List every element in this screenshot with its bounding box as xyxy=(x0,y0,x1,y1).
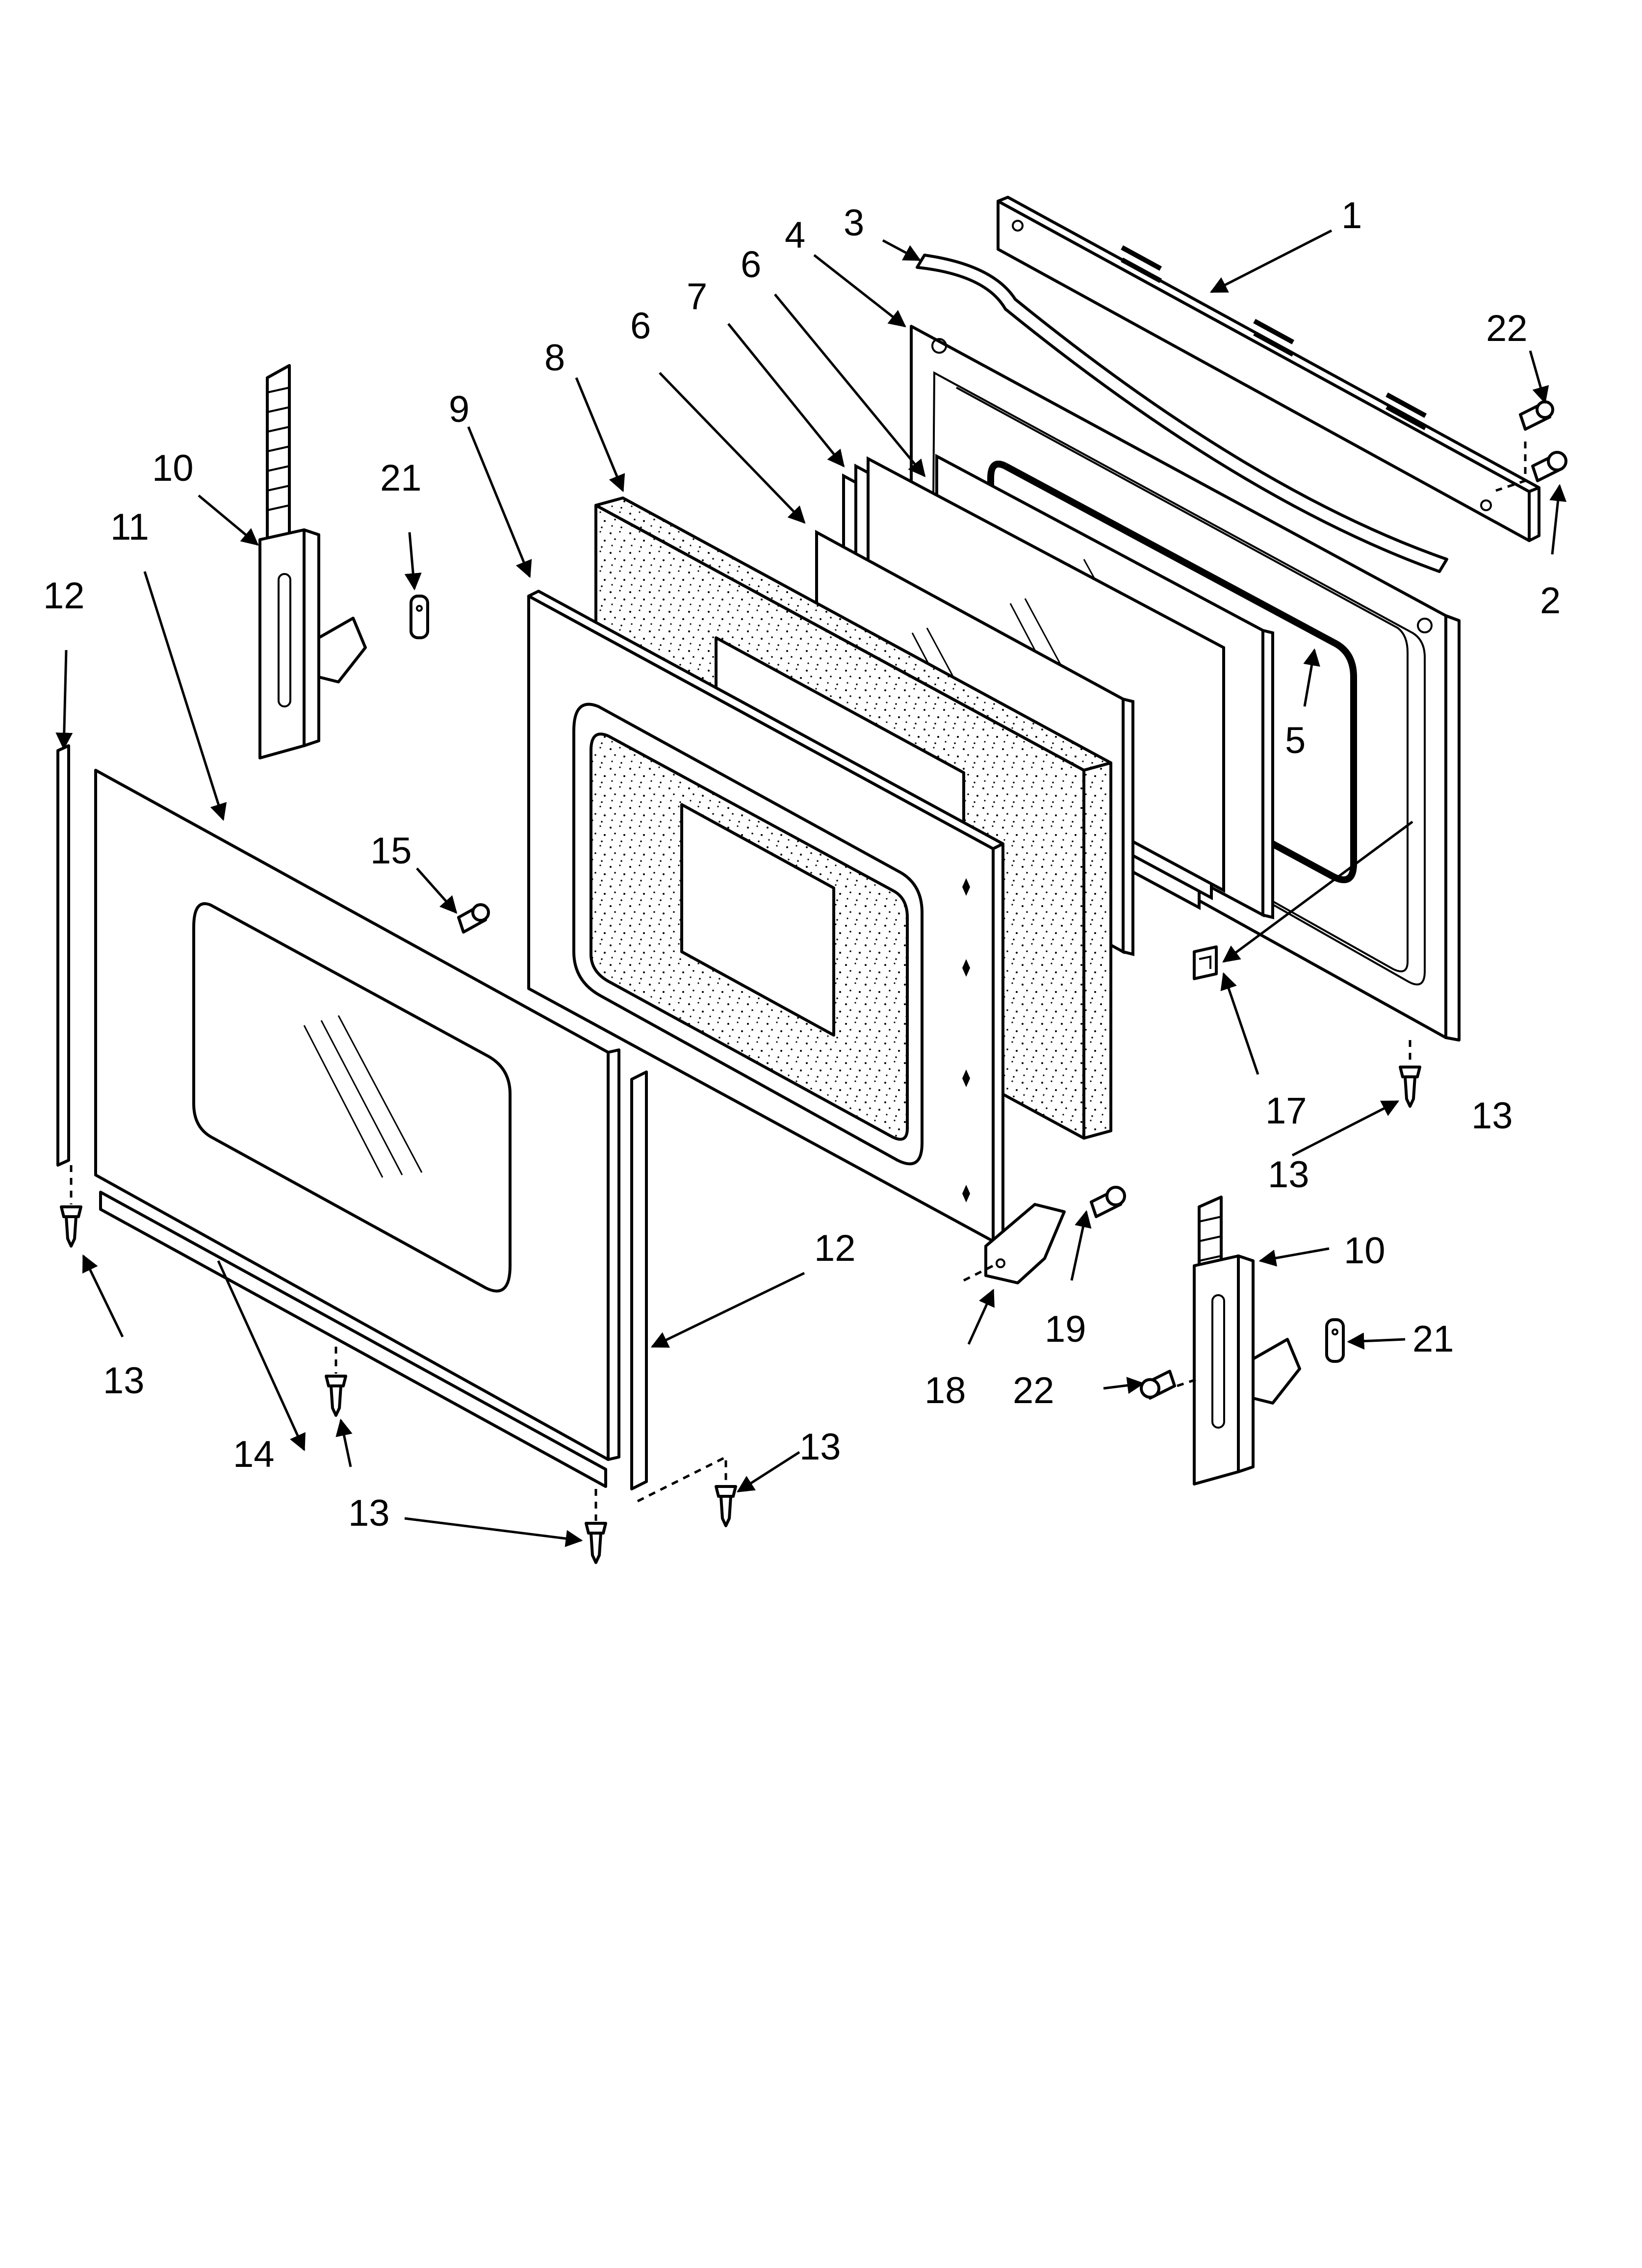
callout-13-middle: 13 xyxy=(799,1426,841,1468)
hinge-pin-right-part xyxy=(1325,1318,1345,1363)
hinge-bracket-part xyxy=(984,1203,1066,1284)
side-trim-right-part xyxy=(630,1070,648,1490)
callout-21-left: 21 xyxy=(380,457,422,499)
callout-6-upper: 6 xyxy=(741,244,761,286)
callout-13-center: 13 xyxy=(348,1492,390,1534)
side-trim-left-part xyxy=(56,744,70,1167)
door-trim-strip-part xyxy=(916,254,1448,573)
callout-13-left: 13 xyxy=(103,1360,145,1402)
callout-13-right: 13 xyxy=(1268,1154,1309,1196)
callout-2: 2 xyxy=(1540,580,1561,622)
callout-10-right: 10 xyxy=(1344,1230,1385,1272)
callout-19: 19 xyxy=(1045,1308,1086,1350)
screw-part xyxy=(60,400,1567,1564)
callout-15: 15 xyxy=(370,830,412,872)
callout-labels: 1 2 3 4 5 6 6 7 8 9 10 10 11 12 12 13 13… xyxy=(43,195,1561,1534)
callout-1: 1 xyxy=(1341,195,1362,236)
callout-9: 9 xyxy=(449,389,469,430)
callout-7: 7 xyxy=(687,276,707,317)
hinge-pin-left-part xyxy=(410,595,429,639)
door-clip-part xyxy=(1193,945,1218,980)
callout-17: 17 xyxy=(1265,1090,1307,1132)
callout-14: 14 xyxy=(233,1434,275,1475)
callout-21-right: 21 xyxy=(1412,1318,1454,1360)
callout-12-left: 12 xyxy=(43,575,85,617)
hinge-left-part xyxy=(258,364,367,759)
callout-22-top: 22 xyxy=(1486,308,1528,349)
alignment-dashes xyxy=(70,442,1527,1521)
hinge-right-part xyxy=(1193,1196,1301,1486)
vent-trim-part xyxy=(997,196,1540,542)
callout-8: 8 xyxy=(544,337,565,379)
callout-10-left: 10 xyxy=(152,447,194,489)
callout-11: 11 xyxy=(110,506,149,548)
bottom-door-trim-part xyxy=(99,1191,607,1488)
leader-lines xyxy=(55,229,1567,1547)
door-liner-frame-part xyxy=(527,590,1004,1243)
callout-12-right: 12 xyxy=(814,1227,856,1269)
bracket-screw-part xyxy=(1090,1186,1126,1218)
callout-18: 18 xyxy=(924,1370,966,1411)
callout-5: 5 xyxy=(1285,720,1306,761)
door-gasket-part xyxy=(987,460,1357,884)
callout-6-lower: 6 xyxy=(630,305,651,347)
callout-3: 3 xyxy=(844,202,864,244)
callout-22-bottom: 22 xyxy=(1013,1370,1054,1411)
outer-door-panel-part xyxy=(94,769,620,1461)
callout-4: 4 xyxy=(785,214,805,256)
callout-13-upper-right: 13 xyxy=(1471,1095,1513,1137)
